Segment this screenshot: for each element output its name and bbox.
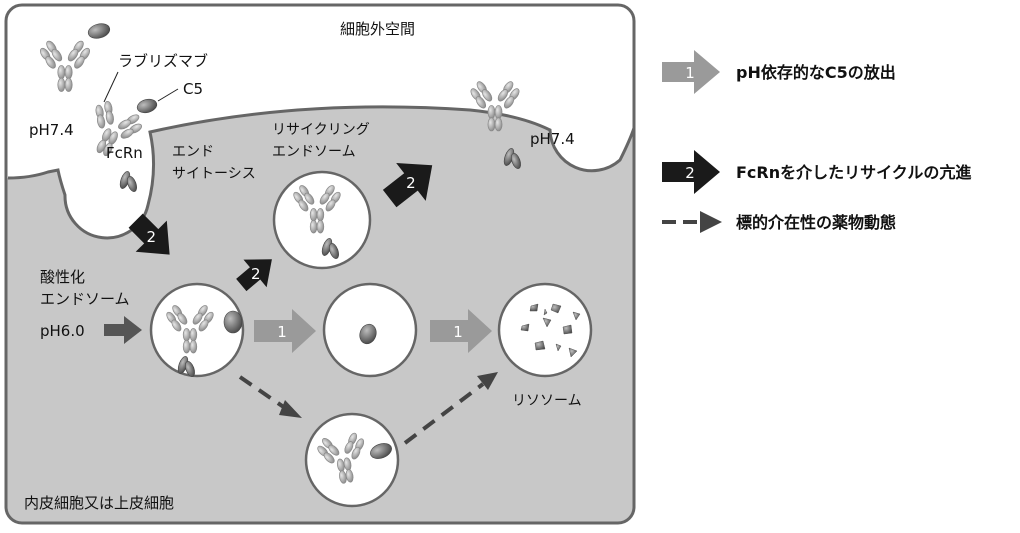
release-arrow-2: 1 [430,309,492,353]
label-antibody: ラブリズマブ [118,52,208,70]
label-acidified-1: 酸性化 [40,268,85,286]
legend-dashed-head [700,211,722,233]
release-arrow-1: 1 [254,309,316,353]
legend-text-recycling: FcRnを介したリサイクルの亢進 [736,163,971,182]
c5-free [136,98,158,114]
fcrn-receptor [117,169,139,194]
label-acidified-2: エンドソーム [40,290,130,308]
antibody-leader [103,71,119,103]
legend-item-recycling: 2 FcRnを介したリサイクルの亢進 [662,150,971,194]
c5-target [370,443,392,459]
antibody-free [38,39,92,92]
label-ph60: pH6.0 [40,322,85,340]
marker-2-a: 2 [146,228,156,246]
legend-text-tmdd: 標的介在性の薬物動態 [736,213,896,232]
fcrn-arrow-recycling: 2 [236,259,272,292]
legend-item-tmdd: 標的介在性の薬物動態 [662,211,896,233]
legend-black-arrow [662,150,720,194]
target-dashed-arrow-down [238,375,302,418]
label-lysosome: リソソーム [512,393,582,409]
label-cell: 内皮細胞又は上皮細胞 [24,494,174,512]
marker-1-b: 1 [453,323,463,341]
label-recycling-1: リサイクリング [272,122,370,138]
label-endocytosis-1: エンド [172,144,214,160]
legend-gray-arrow [662,50,720,94]
legend-marker-1: 1 [685,64,695,82]
legend-marker-2: 2 [685,164,695,182]
marker-2-c: 2 [406,174,416,192]
ph-arrow [104,316,142,344]
label-c5: C5 [183,80,203,98]
label-recycling-2: エンドソーム [272,144,356,160]
label-endocytosis-2: サイトーシス [172,166,256,182]
c5-top [87,23,111,39]
c5-acidified [223,310,243,334]
cell-membrane [7,105,636,240]
label-extracellular: 細胞外空間 [340,20,415,38]
legend: 1 pH依存的なC5の放出 2 FcRnを介したリサイクルの亢進 標的介在性の薬… [662,50,971,233]
label-ph74-right: pH7.4 [530,130,575,148]
legend-text-release: pH依存的なC5の放出 [736,63,896,82]
outer-frame [4,3,636,525]
degraded-fragments [520,303,581,358]
marker-1-a: 1 [277,323,287,341]
lysosome [497,282,593,378]
label-ph74-left: pH7.4 [29,121,74,139]
marker-2-b: 2 [251,265,261,283]
label-fcrn: FcRn [106,144,143,162]
cell-body [6,106,634,523]
c5-leader [157,88,179,102]
fcrn-arrow-exit: 2 [382,163,433,208]
c5-released [359,323,377,345]
legend-item-release: 1 pH依存的なC5の放出 [662,50,896,94]
fcrn-arrow-down: 2 [128,213,170,255]
target-dashed-arrow-up [403,372,498,445]
target-endosome [304,412,400,508]
